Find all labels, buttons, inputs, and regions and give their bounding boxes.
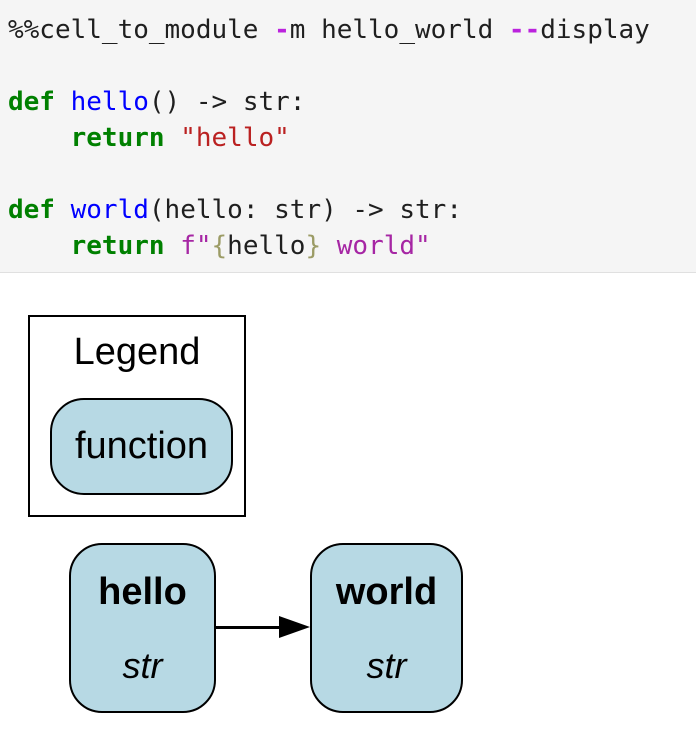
node-world-type: str bbox=[366, 645, 407, 686]
code-line: def hello() -> str: bbox=[8, 84, 688, 120]
code-token: () -> str: bbox=[148, 87, 306, 117]
code-token: hello bbox=[227, 231, 306, 261]
code-token: def bbox=[8, 87, 55, 117]
code-token: -- bbox=[508, 15, 541, 45]
code-token: m hello_world bbox=[289, 15, 509, 45]
code-line: return "hello" bbox=[8, 120, 688, 156]
legend-function-node: function bbox=[50, 398, 233, 495]
code-line: %%cell_to_module -m hello_world --displa… bbox=[8, 12, 688, 48]
code-token bbox=[55, 87, 71, 117]
code-token: - bbox=[274, 15, 290, 45]
dag-diagram-output: Legend function hello str world str bbox=[0, 273, 696, 740]
code-token bbox=[8, 231, 71, 261]
code-token: %%cell_to_module bbox=[8, 15, 275, 45]
code-line bbox=[8, 48, 688, 84]
code-line bbox=[8, 156, 688, 192]
code-token: f" bbox=[180, 231, 212, 261]
code-token: } bbox=[305, 231, 322, 261]
node-hello-type: str bbox=[122, 645, 163, 686]
code-line: return f"{hello} world" bbox=[8, 228, 688, 264]
edge-line bbox=[216, 626, 280, 629]
code-token: { bbox=[211, 231, 228, 261]
legend-function-label: function bbox=[74, 425, 209, 467]
legend-title: Legend bbox=[73, 331, 201, 373]
code-token: display bbox=[540, 15, 650, 45]
code-token: (hello: str) -> str: bbox=[148, 195, 462, 225]
code-cell[interactable]: %%cell_to_module -m hello_world --displa… bbox=[0, 0, 696, 273]
code-token: "hello" bbox=[180, 123, 290, 153]
code-token: return bbox=[70, 231, 165, 261]
code-token: return bbox=[70, 123, 165, 153]
code-token bbox=[165, 123, 181, 153]
code-line: def world(hello: str) -> str: bbox=[8, 192, 688, 228]
node-world-label: world bbox=[335, 571, 438, 613]
code-token: def bbox=[8, 195, 55, 225]
code-token bbox=[165, 231, 181, 261]
node-world: world str bbox=[310, 543, 463, 713]
node-hello: hello str bbox=[69, 543, 216, 713]
code-token bbox=[8, 123, 71, 153]
code-lines: %%cell_to_module -m hello_world --displa… bbox=[0, 0, 696, 273]
arrowhead-icon bbox=[279, 616, 310, 638]
code-token: world bbox=[70, 195, 149, 225]
code-token: hello bbox=[70, 87, 149, 117]
code-token bbox=[55, 195, 71, 225]
code-token: world" bbox=[321, 231, 431, 261]
node-hello-label: hello bbox=[98, 571, 187, 613]
